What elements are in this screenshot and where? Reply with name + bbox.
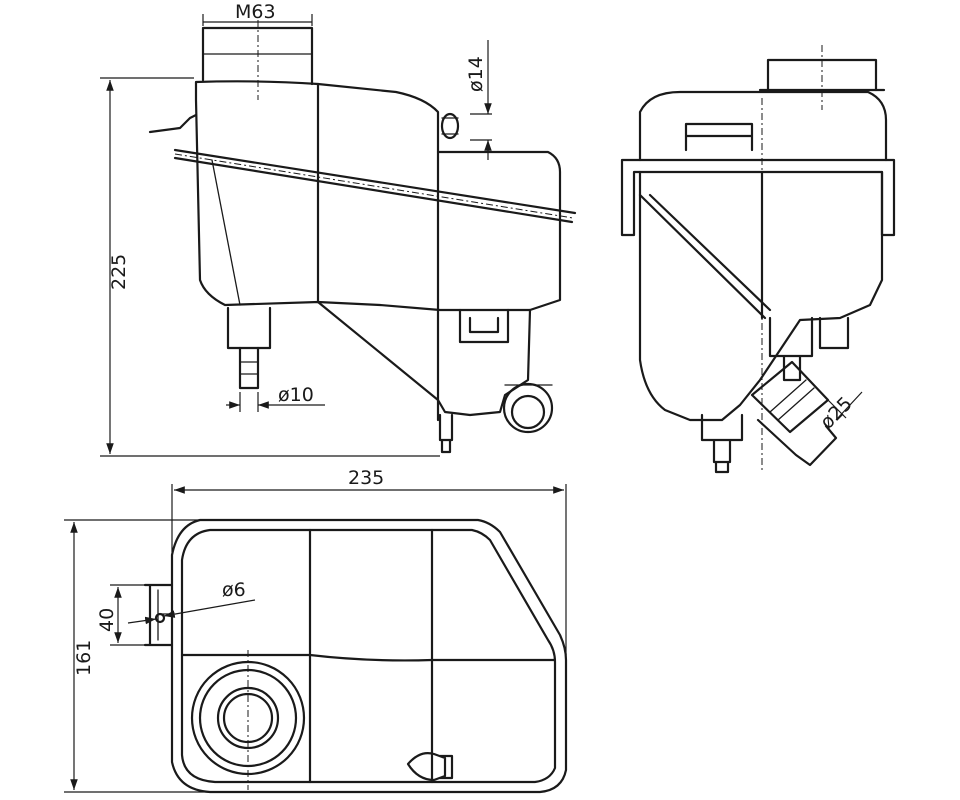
top-cap: [190, 650, 306, 790]
dim-width-235: 235: [171, 467, 567, 655]
front-overflow-nozzle: [148, 113, 198, 134]
side-neck: [684, 122, 754, 152]
thread-label: M63: [235, 1, 276, 23]
depth-label: 161: [73, 640, 95, 676]
dim-thread-m63: M63: [202, 1, 313, 26]
front-strap: [173, 148, 577, 224]
front-tank-body: [194, 80, 562, 312]
top-inner-outline: [180, 528, 557, 784]
front-view: M63 ø14 225 ø10: [100, 1, 577, 457]
port-lower-label: ø10: [278, 384, 314, 406]
bracket-offset-label: 40: [96, 608, 118, 632]
front-outlet: [502, 382, 554, 434]
side-view: ø25: [620, 45, 896, 474]
dim-depth-161: 161: [64, 519, 210, 793]
width-label: 235: [348, 467, 384, 489]
side-upper-body: [638, 90, 888, 162]
dim-bracket-40: 40: [96, 584, 145, 646]
dim-port-14: ø14: [465, 40, 492, 160]
side-lower-body: [638, 170, 884, 422]
side-strap: [620, 158, 896, 237]
front-lower-body: [316, 300, 532, 417]
dim-outlet-25: ø25: [816, 391, 863, 434]
outlet-label: ø25: [816, 393, 857, 434]
top-drain-fitting: [406, 752, 454, 782]
front-bracket: [458, 308, 510, 344]
dim-bracket-hole-6: ø6: [127, 579, 256, 625]
front-drain: [438, 413, 454, 454]
top-outer-outline: [170, 518, 568, 794]
dim-port-10: ø10: [226, 384, 325, 412]
side-cap: [758, 45, 886, 110]
port-upper-label: ø14: [465, 56, 487, 92]
dim-height-225: 225: [100, 77, 440, 457]
front-cap: [201, 20, 314, 100]
height-label: 225: [108, 254, 130, 290]
top-bracket: [143, 583, 174, 647]
port-10: [226, 306, 272, 390]
bracket-hole-label: ø6: [222, 579, 246, 601]
port-14: [440, 112, 460, 140]
top-view: 235 161 40 ø6: [64, 467, 568, 794]
side-drain: [700, 413, 744, 474]
